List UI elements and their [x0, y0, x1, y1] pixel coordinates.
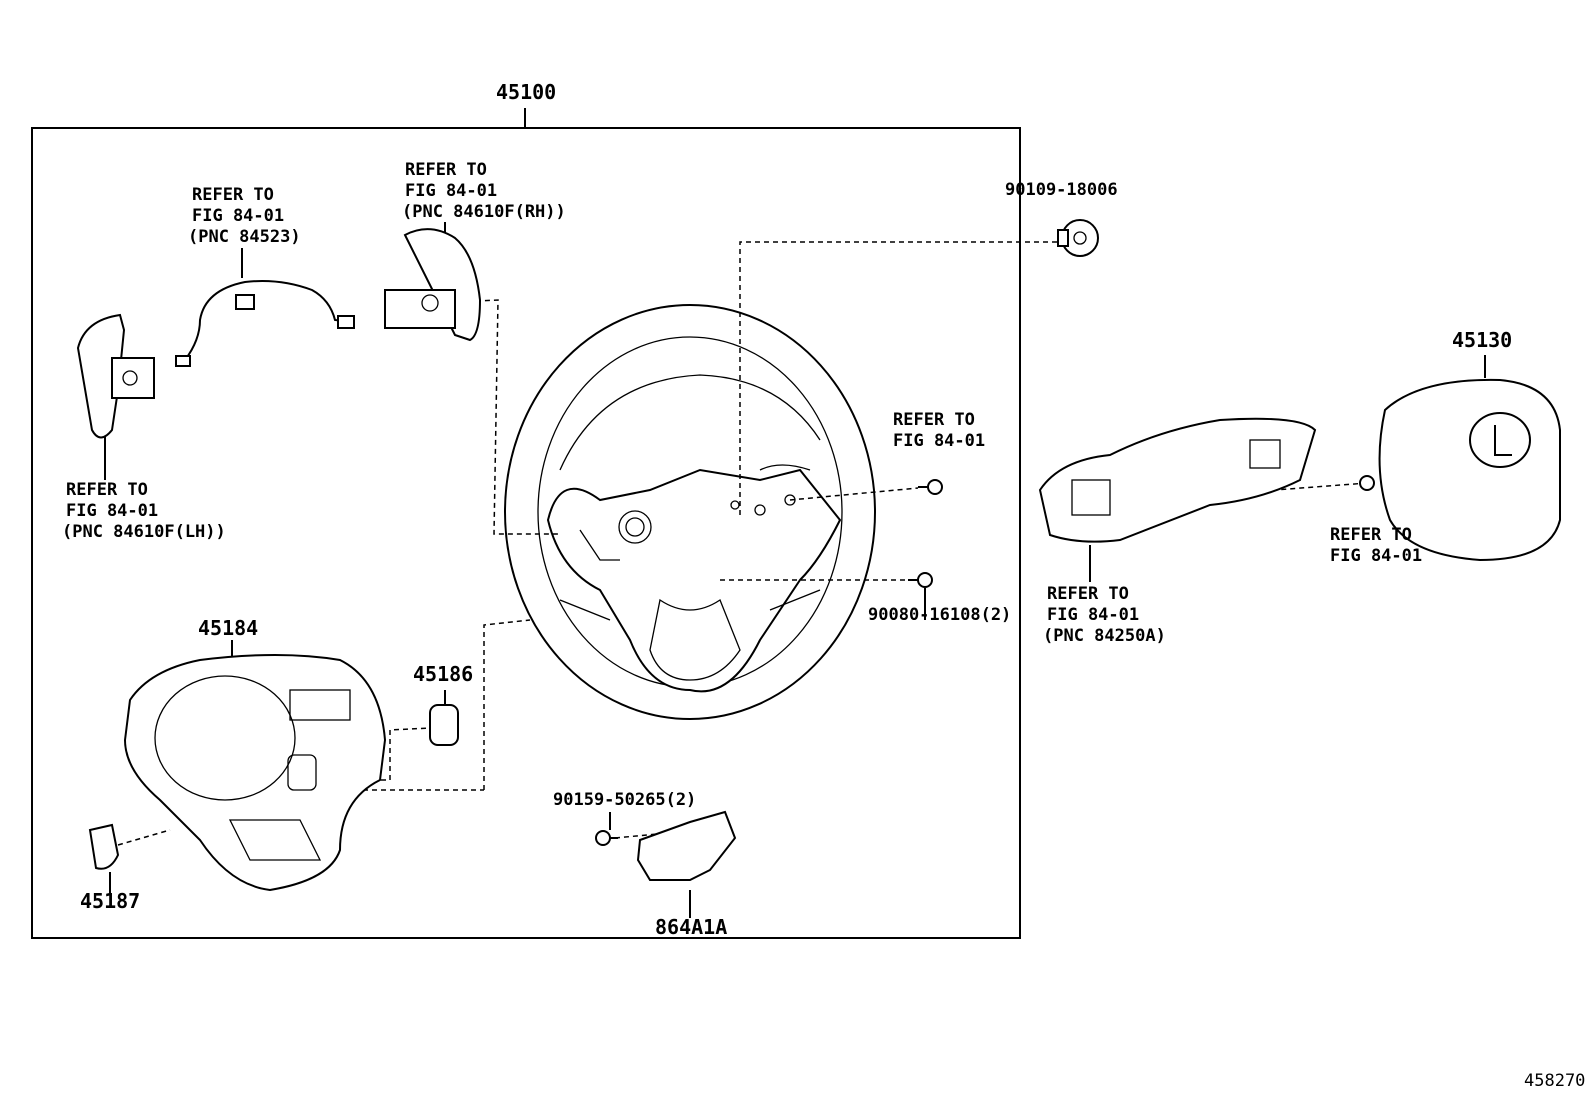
part-864a1a [636, 810, 737, 881]
label-45100: 45100 [496, 80, 557, 104]
label-switch-ref-3: (PNC 84250A) [1043, 626, 1166, 646]
label-paddle-rh-ref-3: (PNC 84610F(RH)) [402, 202, 566, 222]
label-switch-ref-1: REFER TO [1047, 584, 1129, 604]
paddle-shifter-rh [384, 228, 482, 342]
diagram-id: 458270 [1524, 1071, 1586, 1091]
label-45186: 45186 [413, 662, 474, 686]
label-45187: 45187 [80, 889, 141, 913]
screw-90080 [908, 572, 933, 588]
label-switch-ref-2: FIG 84-01 [1047, 605, 1140, 625]
bolt [918, 479, 943, 495]
label-90159-50265: 90159-50265(2) [553, 790, 697, 810]
nut-90109 [1057, 219, 1099, 257]
label-864a1a: 864A1A [655, 915, 728, 939]
steering-wheel [504, 304, 876, 720]
label-wire-ref-2: FIG 84-01 [192, 206, 285, 226]
paddle-shifter-lh [76, 313, 155, 439]
lower-cover-45184 [123, 654, 387, 892]
label-paddle-lh-ref-2: FIG 84-01 [66, 501, 159, 521]
label-45130: 45130 [1452, 328, 1513, 352]
label-bolt-ref-2: FIG 84-01 [893, 431, 986, 451]
label-90080-16108: 90080-16108(2) [868, 605, 1012, 625]
airbag-45130 [1359, 378, 1561, 562]
label-bolt-ref-1: REFER TO [893, 410, 975, 430]
label-airbag-ref-1: REFER TO [1330, 525, 1412, 545]
label-paddle-rh-ref-2: FIG 84-01 [405, 181, 498, 201]
label-paddle-lh-ref-3: (PNC 84610F(LH)) [62, 522, 226, 542]
label-paddle-rh-ref-1: REFER TO [405, 160, 487, 180]
label-airbag-ref-2: FIG 84-01 [1330, 546, 1423, 566]
steering-switch-assembly [1038, 417, 1317, 543]
wire-harness [175, 280, 355, 367]
label-90109-18006: 90109-18006 [1005, 180, 1118, 200]
label-wire-ref-1: REFER TO [192, 185, 274, 205]
screw-90159 [595, 830, 618, 846]
cover-45187 [88, 823, 120, 870]
label-paddle-lh-ref-1: REFER TO [66, 480, 148, 500]
label-wire-ref-3: (PNC 84523) [188, 227, 301, 247]
label-45184: 45184 [198, 616, 259, 640]
cover-45186 [429, 704, 459, 746]
